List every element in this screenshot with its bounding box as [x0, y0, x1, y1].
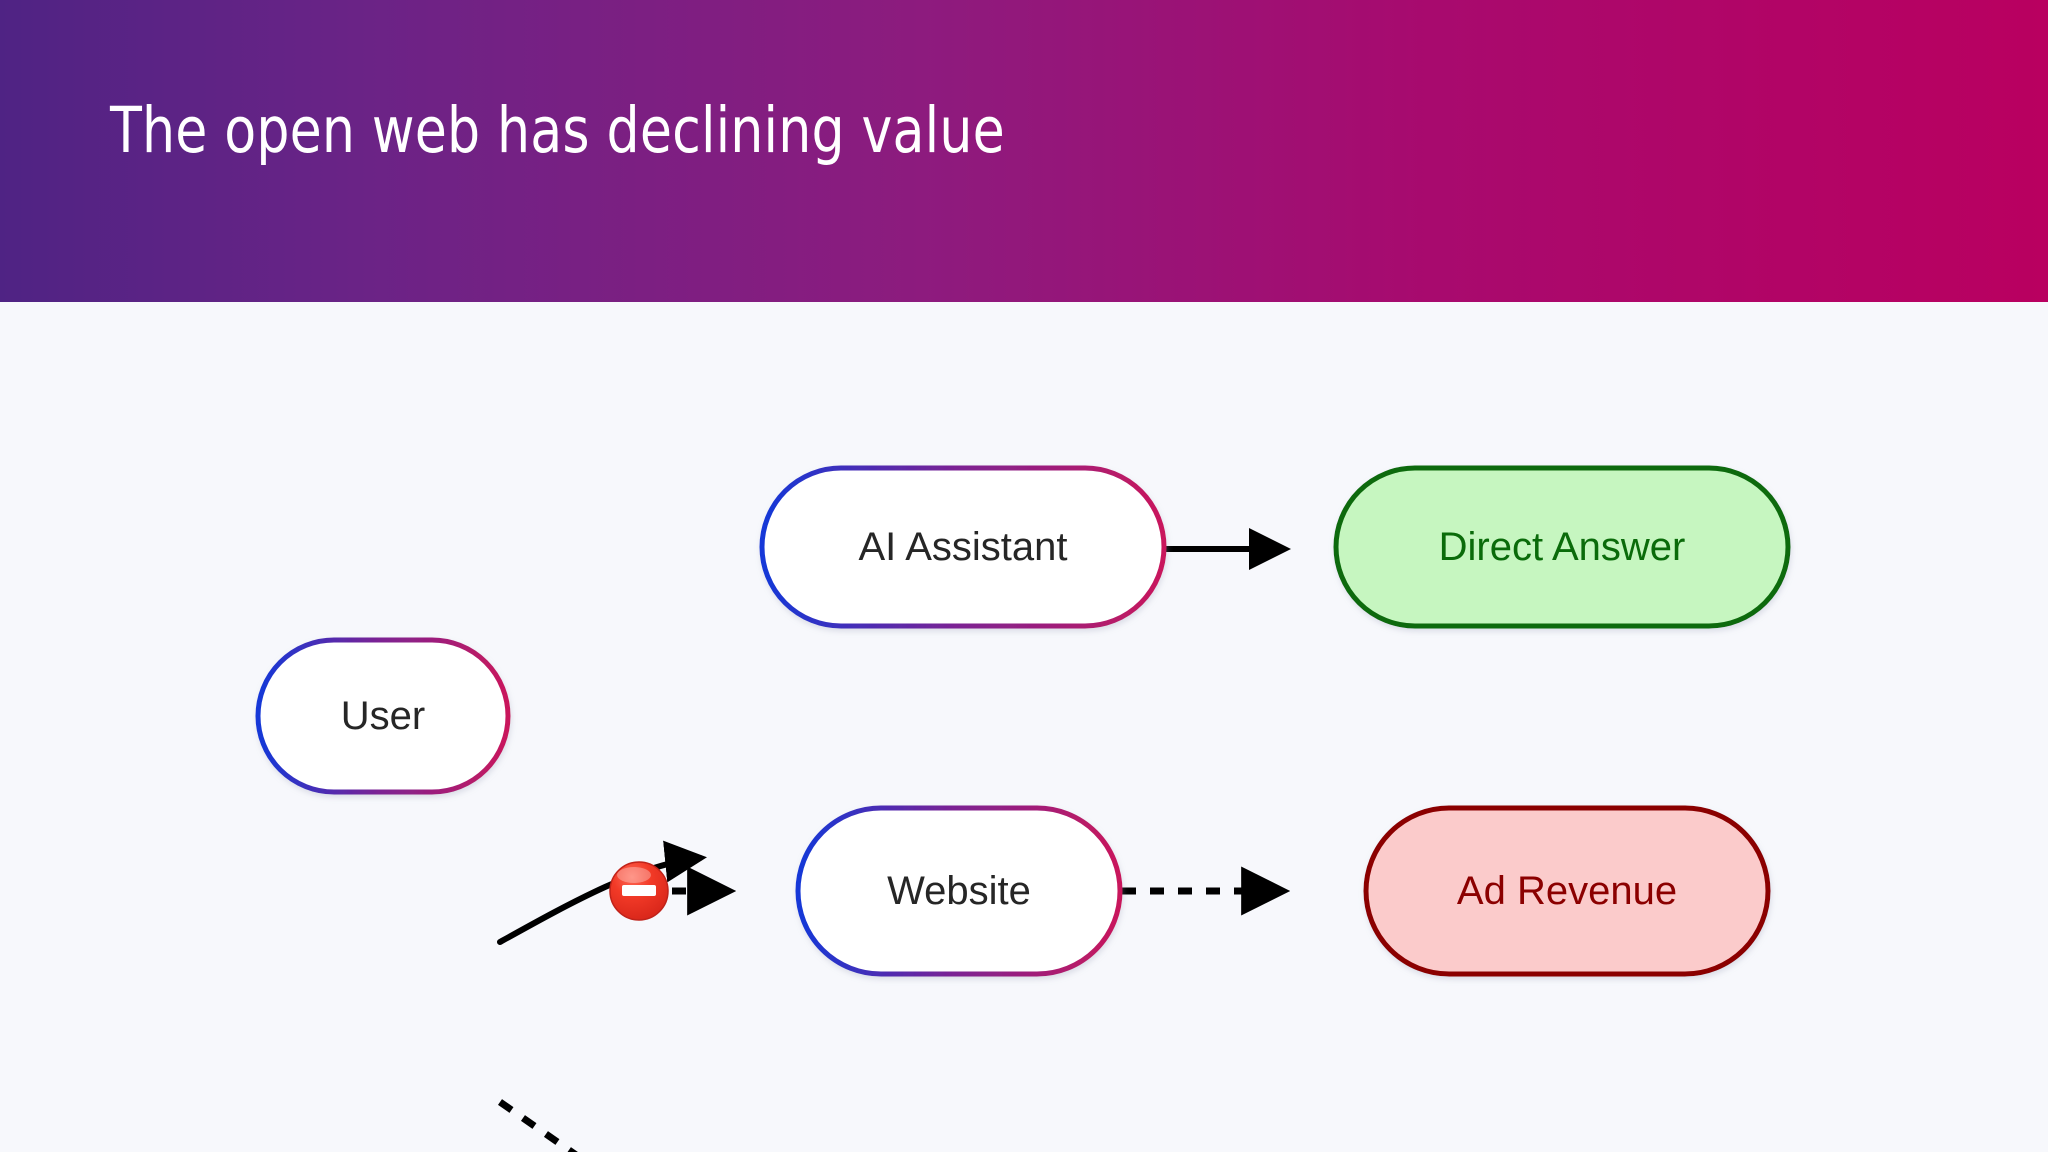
node-direct-answer[interactable]	[1333, 465, 1791, 629]
node-user[interactable]	[255, 637, 511, 795]
no-entry-icon	[609, 861, 669, 921]
node-website[interactable]	[795, 805, 1123, 977]
slide-header-band: The open web has declining value	[0, 0, 2048, 302]
edge-user-to-ai-assistant	[497, 840, 707, 945]
edge-layer	[497, 528, 1291, 1152]
edge-user-to-blocked-marker	[497, 1099, 578, 1152]
node-ad-revenue[interactable]	[1363, 805, 1771, 977]
flowchart-svg	[255, 465, 1791, 1152]
node-ai-assistant[interactable]	[759, 465, 1167, 629]
page-title: The open web has declining value	[110, 94, 1005, 167]
node-layer	[255, 465, 1791, 977]
diagram-canvas: User AI Assistant Direct Answer Website …	[0, 302, 2048, 1152]
